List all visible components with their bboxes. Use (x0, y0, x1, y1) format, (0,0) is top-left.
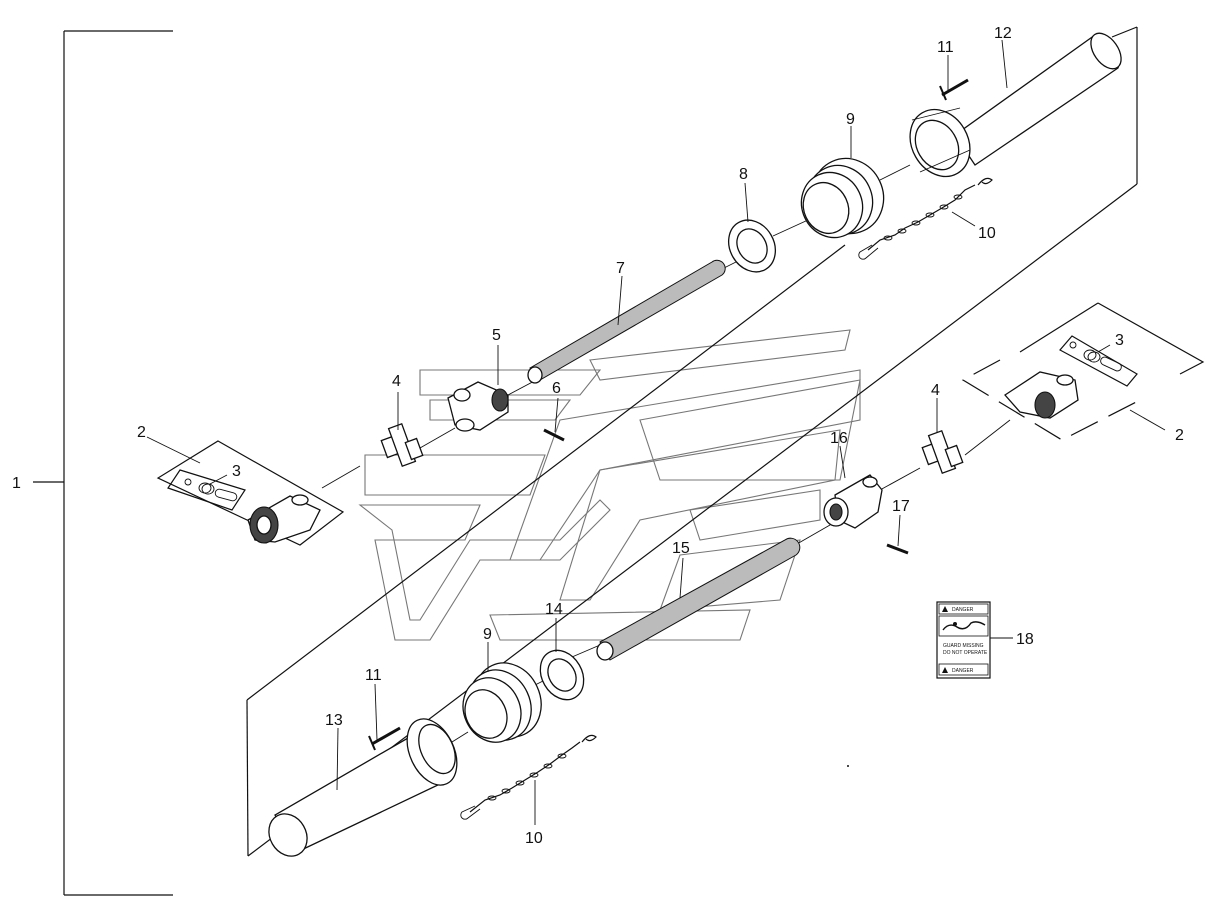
stray-dot (847, 765, 849, 767)
callout-1: 1 (12, 475, 21, 492)
callout-7: 7 (616, 260, 625, 277)
washer-ring-lower (539, 649, 585, 701)
callout-2-left: 2 (137, 424, 146, 441)
callout-13: 13 (325, 712, 343, 729)
safety-chain-upper (858, 177, 993, 260)
callout-11-top: 11 (937, 39, 954, 56)
callout-3-right: 3 (1115, 332, 1124, 349)
leader-lines (146, 39, 1166, 825)
callout-14: 14 (545, 601, 563, 618)
screw-lower (368, 726, 401, 751)
watermark-logo (358, 329, 861, 641)
assembly-axis-lines (321, 134, 1011, 743)
guard-cone-upper (909, 107, 971, 178)
callout-9-bottom: 9 (483, 626, 492, 643)
inner-yoke (447, 381, 509, 432)
callout-18: 18 (1016, 631, 1034, 648)
outer-yoke (823, 474, 883, 529)
callout-16: 16 (830, 430, 848, 447)
yoke-kit-plate-left (156, 440, 345, 546)
callout-8: 8 (739, 166, 748, 183)
callout-17: 17 (892, 498, 910, 515)
outer-guard-tube-lower (268, 718, 458, 857)
bellows-lower (462, 662, 542, 743)
guard-plane-outline (246, 26, 1138, 857)
assembly-bracket (33, 30, 173, 896)
callout-12: 12 (994, 25, 1012, 42)
decal-middle-text-1: GUARD MISSING (943, 643, 984, 649)
outer-tube-shaft-lower (596, 537, 801, 661)
warning-decal: DANGER GUARD MISSING DO NOT OPERATE DANG… (936, 601, 991, 679)
callout-3-left: 3 (232, 463, 241, 480)
decal-middle-text-2: DO NOT OPERATE (943, 650, 988, 656)
spring-pin-lower (886, 543, 909, 555)
chain-links-upper (883, 194, 963, 241)
cross-journal-right (921, 429, 964, 475)
callout-11-bottom: 11 (365, 667, 382, 684)
yoke-kit-plate-right (961, 302, 1205, 441)
inner-tube-shaft-upper (527, 259, 726, 384)
callout-6: 6 (552, 380, 561, 397)
bellows-upper (800, 157, 885, 239)
callout-10-bottom: 10 (525, 830, 543, 847)
washer-ring-upper (727, 219, 777, 273)
warning-triangle-icon (942, 606, 948, 612)
screw-upper (939, 78, 969, 101)
callout-2-right: 2 (1175, 427, 1184, 444)
safety-chain-lower (460, 734, 597, 820)
decal-top-text: DANGER (952, 607, 974, 613)
spring-pin-upper (543, 428, 565, 442)
decal-bottom-text: DANGER (952, 668, 974, 674)
callout-10-top: 10 (978, 225, 996, 242)
callout-4-right: 4 (931, 382, 940, 399)
small-parts-bag-left (167, 469, 246, 511)
chain-links-lower (487, 753, 567, 801)
callout-15: 15 (672, 540, 690, 557)
cross-journal-left (380, 422, 424, 468)
callout-4-left: 4 (392, 373, 401, 390)
callout-5: 5 (492, 327, 501, 344)
small-parts-bag-right (1059, 335, 1138, 387)
warning-triangle-icon-bottom (942, 667, 948, 673)
outer-guard-tube-upper (954, 32, 1122, 166)
callout-9-top: 9 (846, 111, 855, 128)
